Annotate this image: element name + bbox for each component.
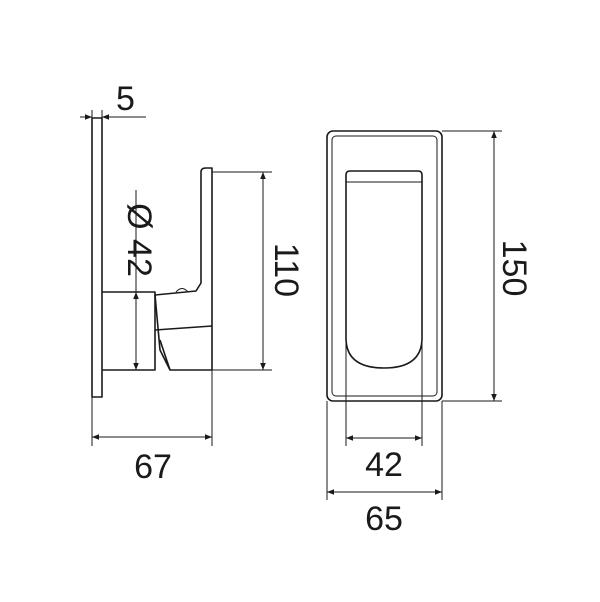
front-width-label: 65 — [365, 500, 403, 538]
front-view: 150 42 65 — [326, 130, 533, 538]
handle-neck — [154, 325, 213, 371]
front-height-label: 150 — [495, 240, 533, 297]
side-height-label: 110 — [267, 243, 305, 297]
side-view: 5 Ø 42 110 67 — [80, 80, 305, 486]
lever-face — [345, 170, 423, 369]
plate-thickness-label: 5 — [116, 80, 135, 118]
handle-pivot — [175, 288, 189, 293]
front-plate-inner — [331, 135, 438, 397]
valve-body — [102, 291, 156, 371]
handle-lever — [154, 167, 213, 371]
lever-width-label: 42 — [365, 446, 403, 484]
side-depth-label: 67 — [134, 448, 172, 486]
body-diameter-label: Ø 42 — [120, 203, 158, 277]
wall-plate — [91, 117, 103, 398]
front-plate-outer — [326, 130, 443, 402]
